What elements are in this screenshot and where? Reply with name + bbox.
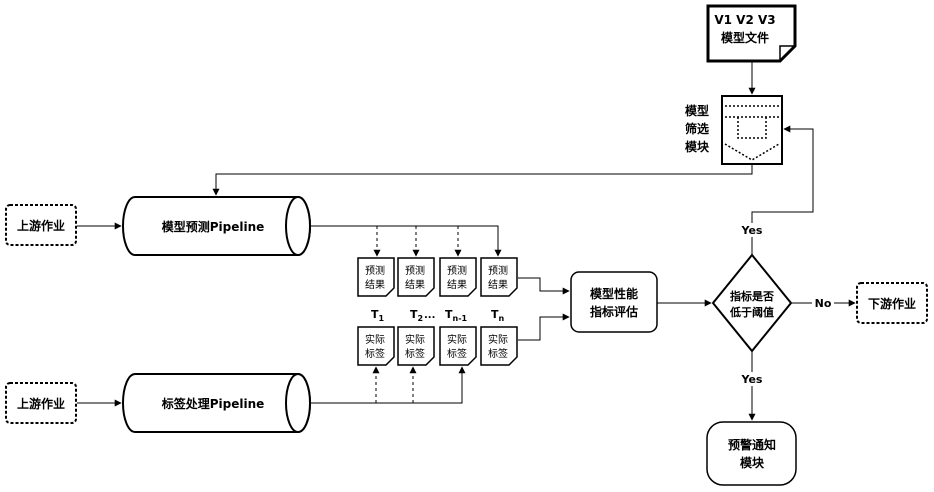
eval-module-node: 模型性能 指标评估	[570, 271, 658, 333]
model-file-label: 模型文件	[721, 30, 769, 45]
svg-text:预测: 预测	[365, 264, 385, 277]
edge-labels-to-eval	[518, 313, 570, 341]
time-label-2: T2	[410, 308, 423, 323]
prediction-doc-2: 预测 结果	[397, 257, 435, 297]
edge-prediction-to-results	[311, 225, 502, 257]
edge-results-to-eval	[518, 277, 570, 295]
filter-module-label-3: 模块	[685, 139, 710, 154]
time-label-4: Tn	[491, 308, 505, 323]
svg-text:实际: 实际	[405, 333, 425, 346]
downstream-job-node: 下游作业	[856, 282, 928, 324]
decision-label-1: 指标是否	[730, 289, 774, 303]
decision-label-2: 低于阈值	[729, 305, 774, 319]
time-ellipsis: ...	[424, 310, 435, 321]
threshold-decision-node: 指标是否 低于阈值	[711, 253, 793, 353]
edge-filter-to-pipeline	[212, 164, 753, 196]
svg-text:结果: 结果	[365, 278, 385, 291]
svg-text:预测: 预测	[405, 264, 425, 277]
svg-text:标签: 标签	[488, 347, 508, 360]
filter-module-node: 模型 筛选 模块	[685, 95, 783, 165]
prediction-doc-4: 预测 结果	[480, 257, 518, 297]
label-doc-3: 实际 标签	[439, 326, 477, 366]
label-doc-2: 实际 标签	[397, 326, 435, 366]
time-label-3: Tn-1	[445, 308, 468, 323]
upstream-job-node-1: 上游作业	[5, 204, 77, 246]
svg-text:结果: 结果	[488, 278, 508, 291]
downstream-job-label: 下游作业	[868, 296, 916, 311]
alert-module-label-2: 模块	[740, 455, 765, 470]
label-doc-1: 实际 标签	[357, 326, 395, 366]
svg-text:结果: 结果	[405, 278, 425, 291]
label-doc-4: 实际 标签	[480, 326, 518, 366]
svg-text:实际: 实际	[447, 333, 467, 346]
alert-module-node: 预警通知 模块	[706, 421, 797, 486]
prediction-pipeline-label: 模型预测Pipeline	[162, 219, 265, 234]
svg-text:实际: 实际	[488, 333, 508, 346]
edge-label-yes-bottom: Yes	[741, 373, 763, 386]
label-pipeline-label: 标签处理Pipeline	[161, 396, 265, 411]
model-file-node: V1 V2 V3 模型文件	[706, 4, 797, 63]
svg-text:标签: 标签	[365, 347, 385, 360]
alert-module-label-1: 预警通知	[728, 437, 776, 452]
upstream-job-node-2: 上游作业	[5, 382, 77, 424]
svg-text:标签: 标签	[405, 347, 425, 360]
svg-text:实际: 实际	[365, 333, 385, 346]
svg-text:结果: 结果	[447, 278, 467, 291]
edge-label-yes-top: Yes	[741, 224, 763, 237]
edge-label-no: No	[815, 297, 832, 310]
filter-module-label-2: 筛选	[685, 121, 709, 136]
eval-module-label-1: 模型性能	[590, 286, 638, 301]
svg-text:预测: 预测	[488, 264, 508, 277]
prediction-doc-3: 预测 结果	[439, 257, 477, 297]
upstream-job-label-2: 上游作业	[17, 396, 65, 411]
svg-text:标签: 标签	[447, 347, 467, 360]
eval-module-label-2: 指标评估	[590, 304, 638, 319]
prediction-pipeline-node: 模型预测Pipeline	[122, 196, 311, 256]
edge-label-to-docs	[311, 366, 466, 404]
prediction-doc-1: 预测 结果	[357, 257, 395, 297]
label-pipeline-node: 标签处理Pipeline	[122, 373, 311, 433]
time-label-1: T1	[371, 308, 385, 323]
upstream-job-label-1: 上游作业	[17, 218, 65, 233]
svg-text:预测: 预测	[447, 264, 467, 277]
filter-module-label-1: 模型	[685, 103, 709, 118]
model-file-versions: V1 V2 V3	[714, 13, 775, 27]
